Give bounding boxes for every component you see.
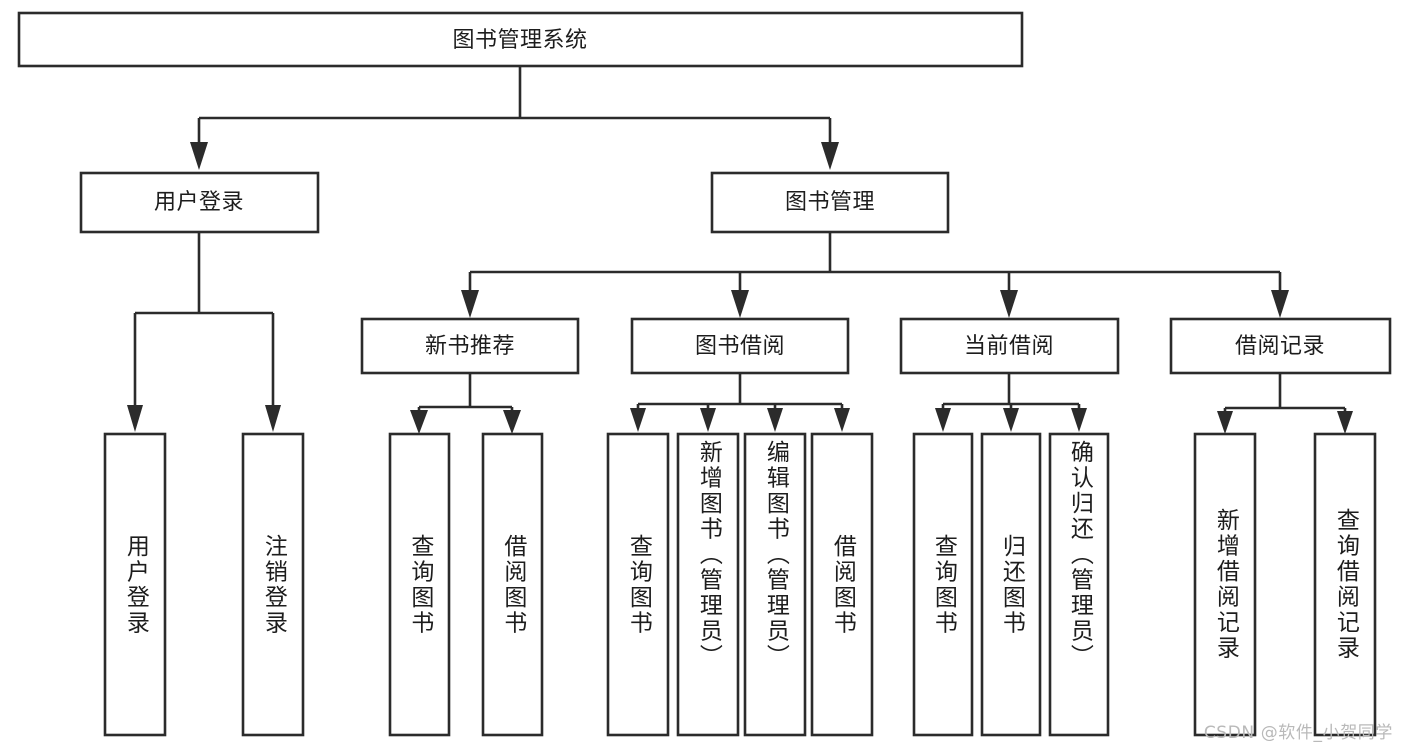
leaf-box-logout[interactable] [241,432,305,737]
node-current-borrow-box[interactable] [899,317,1120,375]
connector-new-book-to-leaves [410,373,521,434]
node-borrow-record-box[interactable] [1169,317,1392,375]
node-user-login-box[interactable] [79,171,320,234]
arrow-head-icon [767,408,783,432]
node-root-box[interactable] [17,11,1024,68]
arrow-head-icon [630,408,646,432]
arrow-head-icon [1217,411,1233,434]
node-borrow-record-label: 借阅记录 [1235,334,1325,359]
arrow-head-icon [127,405,143,432]
node-new-book-recommend-box[interactable] [360,317,580,375]
node-new-book-recommend-label: 新书推荐 [425,334,515,359]
arrow-head-icon [461,290,479,318]
node-user-login-label: 用户登录 [154,190,244,215]
arrow-head-icon [410,410,428,434]
connector-borrow-record-to-leaves [1217,373,1353,434]
leaf-box-user-login[interactable] [103,432,167,737]
node-book-borrow[interactable]: 图书借阅 [630,317,850,375]
arrow-head-icon [190,142,208,170]
arrow-head-icon [1337,411,1353,434]
connector-book-borrow-to-leaves [630,373,850,432]
leaf-boxes [103,432,1377,737]
arrow-head-icon [265,405,281,432]
arrow-head-icon [834,408,850,432]
node-book-management-box[interactable] [710,171,950,234]
node-root-label: 图书管理系统 [452,28,587,53]
arrow-head-icon [731,290,749,318]
arrow-head-icon [1271,290,1289,318]
arrow-head-icon [503,410,521,434]
node-book-borrow-label: 图书借阅 [695,334,785,359]
node-current-borrow-label: 当前借阅 [964,334,1054,359]
watermark: CSDN @软件_小贺同学 [1203,723,1393,743]
connector-user-login-to-leaves [127,232,281,432]
leaf-box-return-book[interactable] [980,432,1042,737]
leaf-box-edit-book-admin[interactable] [743,432,807,737]
node-new-book-recommend[interactable]: 新书推荐 [360,317,580,375]
leaf-box-add-borrow-record[interactable] [1193,432,1257,737]
leaf-box-confirm-return-admin[interactable] [1048,432,1110,737]
arrow-head-icon [700,408,716,432]
arrow-head-icon [821,142,839,170]
leaf-box-borrow-book-1[interactable] [481,432,544,737]
node-user-login[interactable]: 用户登录 [79,171,320,234]
node-book-borrow-box[interactable] [630,317,850,375]
connector-current-borrow-to-leaves [935,373,1087,432]
leaf-box-query-book-1[interactable] [388,432,451,737]
node-root[interactable]: 图书管理系统 [17,11,1024,68]
leaf-box-add-book-admin[interactable] [676,432,740,737]
node-current-borrow[interactable]: 当前借阅 [899,317,1120,375]
arrow-head-icon [1000,290,1018,318]
connector-book-mgmt-to-level3 [461,232,1289,318]
node-borrow-record[interactable]: 借阅记录 [1169,317,1392,375]
connector-root-to-level2 [190,66,839,170]
node-book-management-label: 图书管理 [785,190,875,215]
arrow-head-icon [1003,408,1019,432]
leaf-box-query-book-2[interactable] [606,432,670,737]
arrow-head-icon [935,408,951,432]
leaf-box-query-borrow-record[interactable] [1313,432,1377,737]
node-book-management[interactable]: 图书管理 [710,171,950,234]
leaf-box-borrow-book-2[interactable] [810,432,874,737]
arrow-head-icon [1071,408,1087,432]
leaf-box-query-book-3[interactable] [912,432,974,737]
